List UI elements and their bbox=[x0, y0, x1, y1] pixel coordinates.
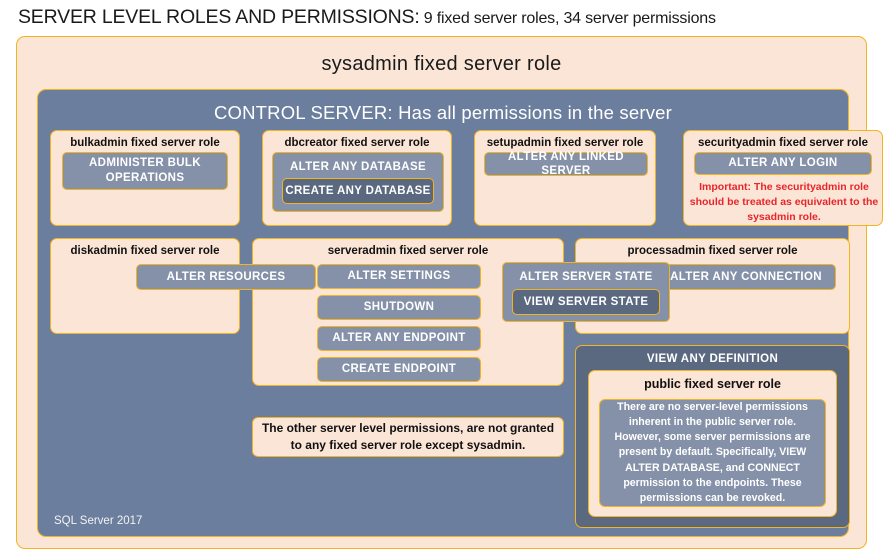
role-title-public: public fixed server role bbox=[644, 377, 781, 391]
role-title-setupadmin: setupadmin fixed server role bbox=[486, 137, 644, 149]
view-any-definition-panel: VIEW ANY DEFINITION public fixed server … bbox=[575, 345, 850, 528]
permission-create-any-database[interactable]: CREATE ANY DATABASE bbox=[282, 178, 434, 204]
role-box-public: public fixed server role There are no se… bbox=[588, 370, 837, 517]
sysadmin-role-title: sysadmin fixed server role bbox=[321, 53, 562, 75]
role-title-serveradmin: serveradmin fixed server role bbox=[327, 245, 489, 257]
role-box-securityadmin: securityadmin fixed server role bbox=[683, 130, 883, 226]
control-server-title: CONTROL SERVER: Has all permissions in t… bbox=[213, 102, 673, 123]
page-title: SERVER LEVEL ROLES AND PERMISSIONS: 9 fi… bbox=[18, 6, 868, 32]
role-title-processadmin: processadmin fixed server role bbox=[627, 245, 798, 257]
permission-view-any-definition[interactable]: VIEW ANY DEFINITION bbox=[646, 353, 779, 365]
role-title-securityadmin: securityadmin fixed server role bbox=[697, 137, 869, 149]
permission-shutdown[interactable]: SHUTDOWN bbox=[317, 295, 481, 320]
permission-alter-any-login[interactable]: ALTER ANY LOGIN bbox=[694, 152, 872, 175]
permission-alter-resources[interactable]: ALTER RESOURCES bbox=[136, 264, 316, 290]
page-title-main: SERVER LEVEL ROLES AND PERMISSIONS: bbox=[18, 6, 420, 28]
public-role-note: There are no server-level permissions in… bbox=[599, 399, 826, 507]
sysadmin-role-panel: sysadmin fixed server role CONTROL SERVE… bbox=[16, 36, 883, 549]
sql-version-label: SQL Server 2017 bbox=[54, 515, 143, 527]
permission-view-server-state[interactable]: VIEW SERVER STATE bbox=[512, 289, 660, 315]
page-title-subtitle: 9 fixed server roles, 34 server permissi… bbox=[419, 10, 716, 27]
securityadmin-important-note: Important: The securityadmin role should… bbox=[689, 181, 879, 224]
permission-alter-server-state-label: ALTER SERVER STATE bbox=[519, 271, 653, 283]
other-permissions-note: The other server level permissions, are … bbox=[252, 417, 564, 457]
control-server-panel: CONTROL SERVER: Has all permissions in t… bbox=[37, 89, 883, 537]
role-title-diskadmin: diskadmin fixed server role bbox=[70, 245, 220, 257]
permission-administer-bulk-operations[interactable]: ADMINISTER BULK OPERATIONS bbox=[62, 152, 228, 190]
role-title-bulkadmin: bulkadmin fixed server role bbox=[70, 137, 220, 149]
permission-alter-settings[interactable]: ALTER SETTINGS bbox=[317, 264, 481, 289]
permission-alter-any-endpoint[interactable]: ALTER ANY ENDPOINT bbox=[317, 326, 481, 351]
permission-create-endpoint[interactable]: CREATE ENDPOINT bbox=[317, 357, 481, 382]
permission-alter-any-database-label: ALTER ANY DATABASE bbox=[290, 161, 426, 173]
role-box-setupadmin: setupadmin fixed server role bbox=[474, 130, 656, 226]
permission-alter-any-linked-server[interactable]: ALTER ANY LINKED SERVER bbox=[484, 151, 648, 177]
role-title-dbcreator: dbcreator fixed server role bbox=[284, 137, 430, 149]
permission-alter-any-connection[interactable]: ALTER ANY CONNECTION bbox=[656, 264, 836, 290]
